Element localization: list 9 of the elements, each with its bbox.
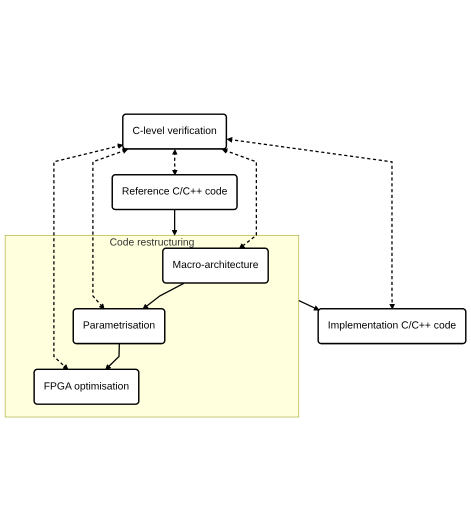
- arrow: [222, 148, 257, 250]
- arrow: [53, 144, 124, 370]
- arrow: [298, 300, 320, 311]
- arrow: [172, 210, 178, 236]
- arrow: [105, 344, 120, 370]
- arrow: [92, 148, 128, 310]
- arrow: [142, 283, 184, 310]
- arrow: [226, 137, 395, 310]
- arrow: [172, 150, 178, 176]
